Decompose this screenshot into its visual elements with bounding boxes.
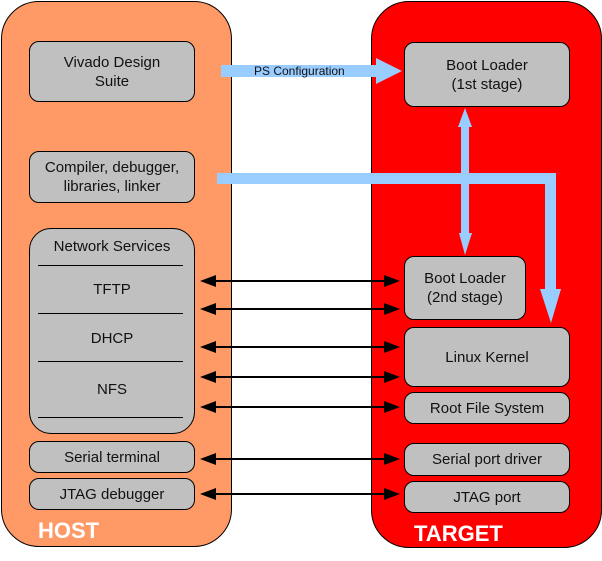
connector-arrow bbox=[200, 371, 400, 383]
divider bbox=[38, 265, 183, 266]
boot-loader-2nd-stage-box: Boot Loader (2nd stage) bbox=[404, 256, 526, 320]
divider bbox=[38, 417, 183, 418]
serial-connector-arrow bbox=[200, 453, 400, 465]
ps-configuration-label: PS Configuration bbox=[254, 64, 345, 78]
vivado-design-suite-box: Vivado Design Suite bbox=[29, 41, 195, 102]
connector-arrow bbox=[200, 341, 400, 353]
connector-arrow bbox=[200, 303, 400, 315]
target-label: TARGET bbox=[414, 521, 503, 546]
connector-arrow bbox=[200, 275, 400, 287]
tftp-service: TFTP bbox=[93, 281, 131, 298]
nfs-service: NFS bbox=[97, 381, 127, 398]
connector-arrow bbox=[200, 401, 400, 413]
ps-configuration-arrow bbox=[221, 58, 402, 84]
serial-port-driver-box: Serial port driver bbox=[404, 443, 570, 476]
linux-kernel-box: Linux Kernel bbox=[404, 327, 570, 387]
jtag-connector-arrow bbox=[200, 488, 400, 500]
boot-loader-link-arrow bbox=[458, 108, 472, 255]
root-file-system-box: Root File System bbox=[404, 392, 570, 424]
jtag-debugger-box: JTAG debugger bbox=[29, 478, 195, 510]
network-services-box bbox=[29, 228, 195, 434]
host-label: HOST bbox=[38, 518, 100, 543]
dhcp-service: DHCP bbox=[90, 330, 134, 347]
compiler-toolchain-box: Compiler, debugger, libraries, linker bbox=[29, 151, 195, 203]
divider bbox=[38, 313, 183, 314]
compiler-to-kernel-arrow bbox=[217, 173, 561, 323]
jtag-port-box: JTAG port bbox=[404, 481, 570, 513]
divider bbox=[38, 361, 183, 362]
serial-terminal-box: Serial terminal bbox=[29, 441, 195, 473]
boot-loader-1st-stage-box: Boot Loader (1st stage) bbox=[404, 42, 570, 107]
network-services-title: Network Services bbox=[53, 238, 171, 255]
